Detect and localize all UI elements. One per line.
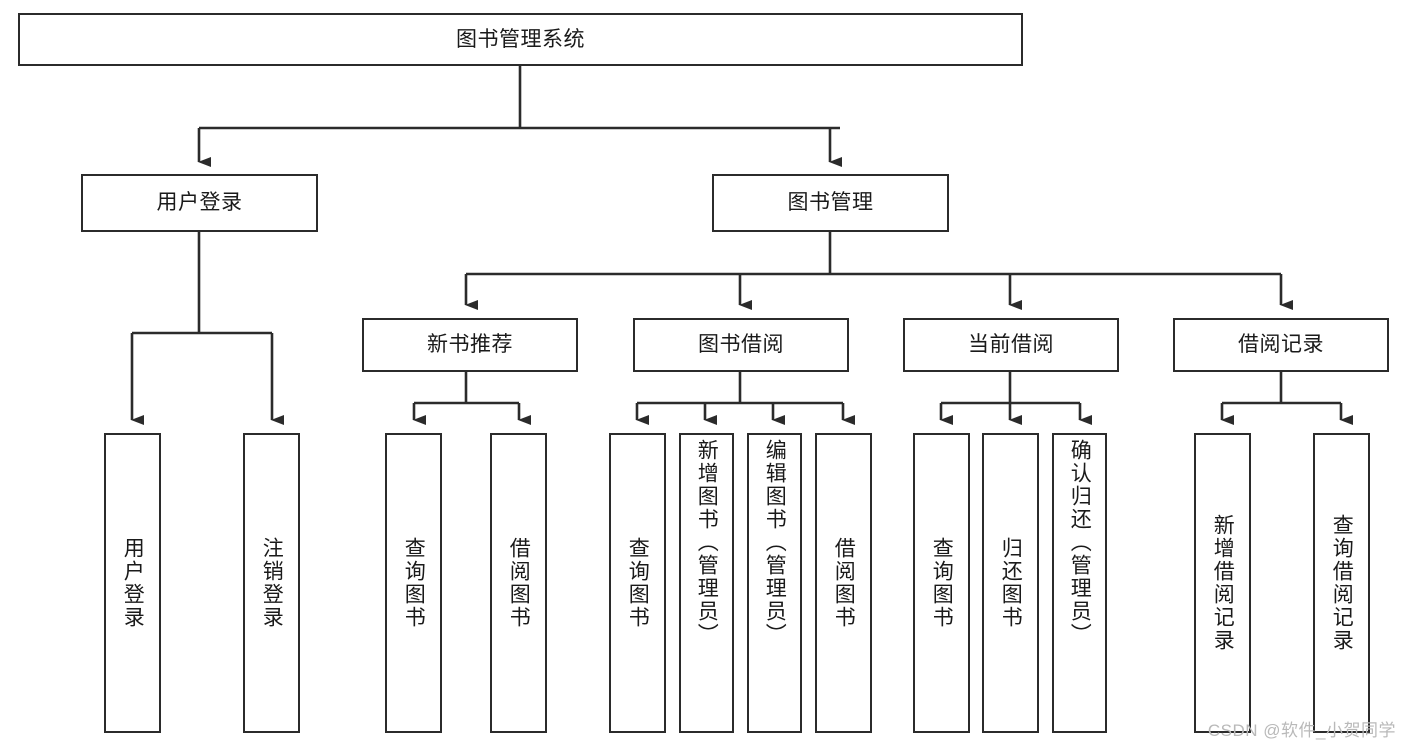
node-book-borrow[interactable]: 图书借阅 — [633, 318, 849, 372]
leaf-node-confirm-return-admin[interactable]: 确认归还（管理员） — [1052, 433, 1107, 733]
leaf-node-user-login[interactable]: 用户登录 — [104, 433, 161, 733]
node-label: 图书管理系统 — [456, 27, 585, 51]
node-label: 注销登录 — [260, 537, 284, 629]
leaf-node-add-book-admin[interactable]: 新增图书（管理员） — [679, 433, 734, 733]
leaf-node-edit-book-admin[interactable]: 编辑图书（管理员） — [747, 433, 802, 733]
leaf-node-return-book[interactable]: 归还图书 — [982, 433, 1039, 733]
node-label: 图书借阅 — [698, 333, 784, 357]
watermark-text: CSDN @软件_小贺同学 — [1207, 721, 1396, 740]
leaf-node-add-borrow-record[interactable]: 新增借阅记录 — [1194, 433, 1251, 733]
node-label: 编辑图书（管理员） — [763, 439, 787, 646]
node-label: 新增图书（管理员） — [695, 439, 719, 646]
node-user-login[interactable]: 用户登录 — [81, 174, 318, 232]
node-label: 新书推荐 — [427, 333, 513, 357]
leaf-node-query-book-current[interactable]: 查询图书 — [913, 433, 970, 733]
node-label: 查询图书 — [930, 537, 954, 629]
node-label: 归还图书 — [999, 537, 1023, 629]
node-label: 新增借阅记录 — [1211, 514, 1235, 652]
node-current-borrow[interactable]: 当前借阅 — [903, 318, 1119, 372]
node-label: 查询借阅记录 — [1330, 514, 1354, 652]
leaf-node-query-book-borrow[interactable]: 查询图书 — [609, 433, 666, 733]
node-label: 借阅图书 — [832, 537, 856, 629]
node-label: 确认归还（管理员） — [1068, 439, 1092, 646]
node-label: 当前借阅 — [968, 333, 1054, 357]
node-root-book-management-system[interactable]: 图书管理系统 — [18, 13, 1023, 66]
node-label: 查询图书 — [402, 537, 426, 629]
leaf-node-query-book-recommend[interactable]: 查询图书 — [385, 433, 442, 733]
node-borrow-record[interactable]: 借阅记录 — [1173, 318, 1389, 372]
node-label: 用户登录 — [156, 191, 243, 215]
leaf-node-borrow-book-recommend[interactable]: 借阅图书 — [490, 433, 547, 733]
node-new-book-recommend[interactable]: 新书推荐 — [362, 318, 578, 372]
node-label: 查询图书 — [626, 537, 650, 629]
node-label: 图书管理 — [787, 191, 874, 215]
node-label: 借阅图书 — [507, 537, 531, 629]
leaf-node-user-logout[interactable]: 注销登录 — [243, 433, 300, 733]
node-book-management[interactable]: 图书管理 — [712, 174, 949, 232]
leaf-node-borrow-book[interactable]: 借阅图书 — [815, 433, 872, 733]
leaf-node-query-borrow-record[interactable]: 查询借阅记录 — [1313, 433, 1370, 733]
node-label: 借阅记录 — [1238, 333, 1324, 357]
node-label: 用户登录 — [121, 537, 145, 629]
